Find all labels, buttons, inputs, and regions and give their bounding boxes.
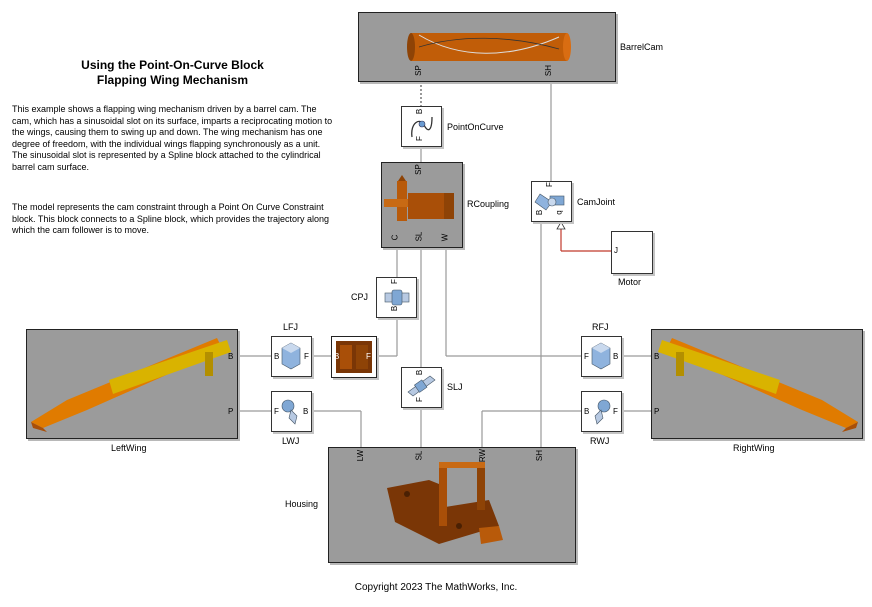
right-wing-icon xyxy=(658,338,858,432)
barrel-cam-label: BarrelCam xyxy=(620,42,664,52)
rwj-port-f: F xyxy=(613,407,618,416)
r-coupling-port-sp: SP xyxy=(413,164,423,175)
rwj-port-b: B xyxy=(584,407,590,416)
right-wing-port-b: B xyxy=(654,352,660,361)
cam-joint-block[interactable] xyxy=(531,181,572,222)
r-coupling-port-c: C xyxy=(390,234,400,241)
slj-label: SLJ xyxy=(447,382,463,392)
rigid-transform-port-b: B xyxy=(334,352,340,361)
barrel-cam-port-sp: SP xyxy=(413,65,423,76)
lwj-label: LWJ xyxy=(282,436,300,446)
description-paragraph-1: This example shows a flapping wing mecha… xyxy=(12,104,333,172)
slj-block[interactable] xyxy=(401,367,442,408)
housing-port-rw: RW xyxy=(478,448,488,463)
lfj-port-b: B xyxy=(274,352,280,361)
rigid-transform-port-f: F xyxy=(366,352,371,361)
rfj-block[interactable] xyxy=(581,336,622,377)
r-coupling-port-sl: SL xyxy=(414,231,424,242)
lwj-port-b: B xyxy=(303,407,309,416)
rigid-transform-icon xyxy=(336,341,372,373)
motor-label: Motor xyxy=(618,277,642,287)
cpj-port-b: B xyxy=(390,305,400,312)
lwj-port-f: F xyxy=(274,407,279,416)
point-on-curve-port-f: F xyxy=(414,136,424,141)
r-coupling-subsystem[interactable] xyxy=(381,162,463,248)
housing-port-sl: SL xyxy=(414,450,424,461)
cam-joint-port-b: B xyxy=(535,209,545,216)
title-line-2: Flapping Wing Mechanism xyxy=(96,73,249,87)
barrel-cam-subsystem[interactable] xyxy=(358,12,616,82)
lfj-icon xyxy=(281,342,301,370)
cam-joint-port-q: q xyxy=(554,210,564,215)
right-wing-port-p: P xyxy=(654,407,660,416)
left-wing-subsystem[interactable] xyxy=(26,329,238,439)
lwj-icon xyxy=(281,399,298,425)
left-wing-port-p: P xyxy=(228,407,234,416)
barrel-cam-icon xyxy=(407,33,571,61)
cam-joint-icon xyxy=(534,193,565,211)
title-line-1: Using the Point-On-Curve Block xyxy=(81,58,264,72)
point-on-curve-block[interactable] xyxy=(401,106,442,147)
cpj-label: CPJ xyxy=(351,292,369,302)
rfj-icon xyxy=(591,342,611,370)
cpj-block[interactable] xyxy=(376,277,417,318)
lfj-label: LFJ xyxy=(283,322,299,332)
page-title: Using the Point-On-Curve Block Flapping … xyxy=(40,58,305,88)
right-wing-subsystem[interactable] xyxy=(651,329,863,439)
cam-joint-label: CamJoint xyxy=(577,197,616,207)
housing-label: Housing xyxy=(285,499,319,509)
cam-joint-port-f: F xyxy=(544,182,554,187)
left-wing-icon xyxy=(31,338,231,432)
rfj-port-b: B xyxy=(613,352,619,361)
cpj-icon xyxy=(384,289,410,306)
slj-port-f: F xyxy=(414,397,424,402)
lfj-port-f: F xyxy=(304,352,309,361)
rigid-transform-block[interactable] xyxy=(331,336,377,378)
point-on-curve-port-b: B xyxy=(415,108,425,115)
slj-icon xyxy=(407,375,436,397)
housing-subsystem[interactable] xyxy=(328,447,576,563)
rwj-icon xyxy=(594,399,611,425)
cpj-port-f: F xyxy=(389,279,399,284)
right-wing-label: RightWing xyxy=(733,443,775,453)
rwj-label: RWJ xyxy=(590,436,610,446)
description-paragraph-2: The model represents the cam constraint … xyxy=(12,202,329,235)
slj-port-b: B xyxy=(415,369,425,376)
motor-port-j: J xyxy=(614,246,618,255)
point-on-curve-icon xyxy=(411,116,433,138)
barrel-cam-port-sh: SH xyxy=(544,64,554,77)
point-on-curve-label: PointOnCurve xyxy=(447,122,504,132)
lwj-block[interactable] xyxy=(271,391,312,432)
left-wing-label: LeftWing xyxy=(111,443,147,453)
copyright-text: Copyright 2023 The MathWorks, Inc. xyxy=(354,582,518,593)
housing-icon xyxy=(387,462,503,544)
housing-port-sh: SH xyxy=(535,449,545,462)
rfj-label: RFJ xyxy=(592,322,609,332)
lfj-block[interactable] xyxy=(271,336,312,377)
motor-block[interactable] xyxy=(611,231,653,274)
housing-port-lw: LW xyxy=(356,449,366,462)
r-coupling-label: RCoupling xyxy=(467,199,510,209)
rfj-port-f: F xyxy=(584,352,589,361)
rwj-block[interactable] xyxy=(581,391,622,432)
r-coupling-icon xyxy=(384,175,454,221)
left-wing-port-b: B xyxy=(228,352,234,361)
r-coupling-port-w: W xyxy=(440,233,450,242)
